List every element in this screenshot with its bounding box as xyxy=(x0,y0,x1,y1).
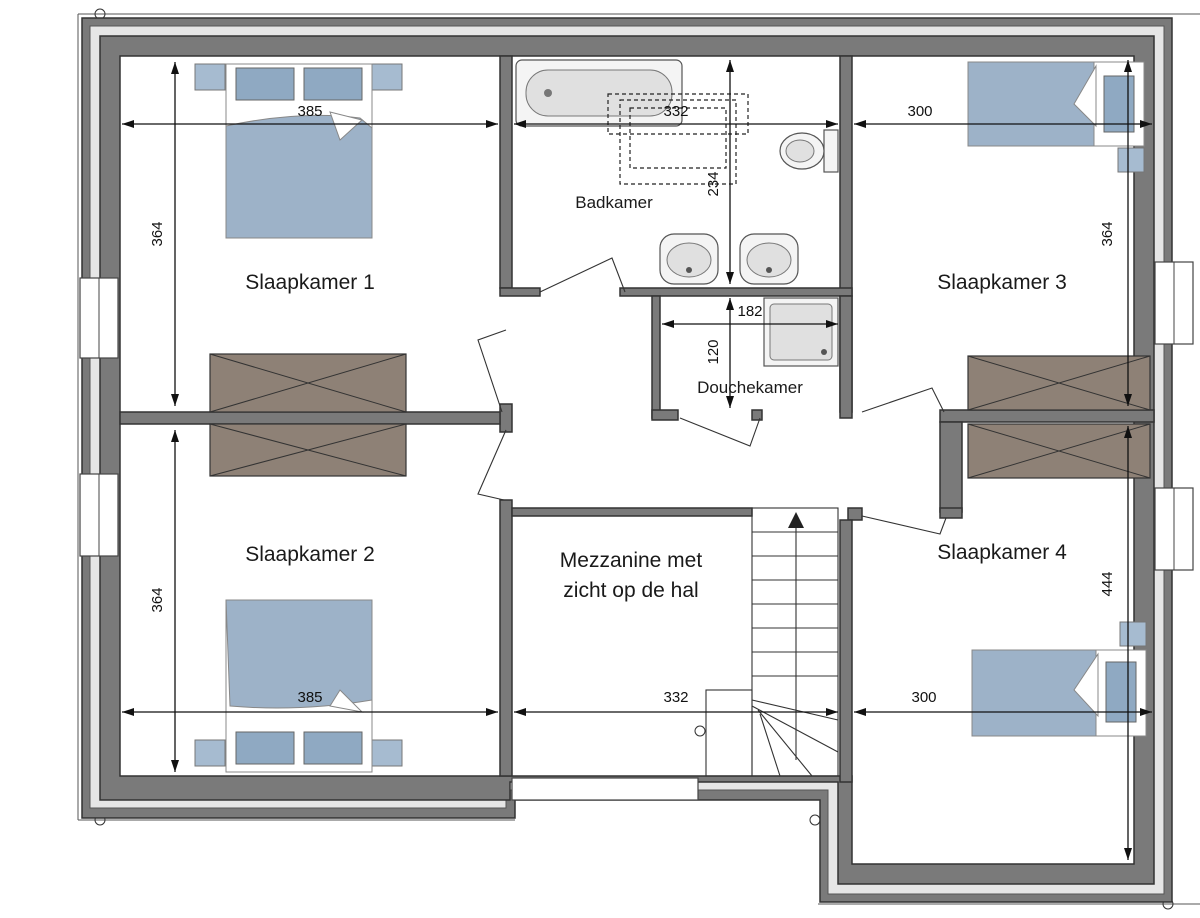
sink-right xyxy=(739,233,799,285)
dim-label-sk4-width: 300 xyxy=(911,689,936,706)
dim-douche-depth xyxy=(726,298,734,408)
skylight-dashed xyxy=(607,93,749,185)
dimension-lines xyxy=(122,60,1152,860)
dim-bad-depth xyxy=(726,60,734,284)
dim-label-sk2-depth: 364 xyxy=(149,587,166,612)
wardrobe-sk1 xyxy=(209,353,407,413)
stairs xyxy=(705,507,839,777)
shower-tray xyxy=(763,297,839,367)
room-label-slaapkamer-3: Slaapkamer 3 xyxy=(937,271,1067,294)
dim-label-sk3-depth: 364 xyxy=(1099,221,1116,246)
dim-sk4-width xyxy=(854,708,1152,716)
room-labels: Slaapkamer 1 Slaapkamer 2 Slaapkamer 3 S… xyxy=(245,193,1067,602)
dim-sk4-depth xyxy=(1124,426,1132,860)
room-label-mezzanine-line1: Mezzanine met xyxy=(560,549,703,572)
window-mezzanine xyxy=(511,777,699,801)
bed-sk2 xyxy=(194,599,403,773)
bathtub xyxy=(515,59,683,127)
bed-sk1 xyxy=(194,63,403,239)
dim-label-bad-width: 332 xyxy=(663,103,688,120)
room-label-slaapkamer-1: Slaapkamer 1 xyxy=(245,271,375,294)
dim-label-sk2-width: 385 xyxy=(297,689,322,706)
wardrobes xyxy=(209,353,1151,479)
dim-label-sk4-depth: 444 xyxy=(1099,571,1116,596)
doors xyxy=(477,257,947,535)
dim-sk3-depth xyxy=(1124,60,1132,406)
dim-mezz-width xyxy=(514,708,838,716)
beds xyxy=(194,61,1147,773)
dim-label-mezz-width: 332 xyxy=(663,689,688,706)
room-label-mezzanine-line2: zicht op de hal xyxy=(563,579,698,602)
wardrobe-sk4 xyxy=(967,423,1151,479)
dim-label-douche-depth: 120 xyxy=(705,339,722,364)
room-label-slaapkamer-4: Slaapkamer 4 xyxy=(937,541,1067,564)
bathroom-fixtures xyxy=(515,59,839,367)
dim-sk1-width xyxy=(122,120,498,128)
dimension-labels: 385 364 385 364 332 234 182 120 332 300 … xyxy=(149,103,1116,706)
room-label-slaapkamer-2: Slaapkamer 2 xyxy=(245,543,375,566)
windows xyxy=(79,261,1194,801)
dim-label-sk1-depth: 364 xyxy=(149,221,166,246)
dim-sk2-width xyxy=(122,708,498,716)
interior-walls xyxy=(119,55,1155,783)
sink-left xyxy=(659,233,719,285)
bed-sk4 xyxy=(971,621,1147,737)
dim-label-sk3-width: 300 xyxy=(907,103,932,120)
room-label-douchekamer: Douchekamer xyxy=(697,378,803,397)
dim-label-bad-depth: 234 xyxy=(705,171,722,196)
dim-sk3-width xyxy=(854,120,1152,128)
bed-sk3 xyxy=(967,61,1145,173)
dim-douche-width xyxy=(662,320,838,328)
dim-label-sk1-width: 385 xyxy=(297,103,322,120)
dim-sk1-depth xyxy=(171,62,179,406)
toilet xyxy=(779,129,839,173)
wardrobe-sk2 xyxy=(209,423,407,477)
room-label-badkamer: Badkamer xyxy=(575,193,653,212)
wardrobe-sk3 xyxy=(967,355,1151,411)
dim-sk2-depth xyxy=(171,430,179,772)
dim-label-douche-width: 182 xyxy=(737,303,762,320)
dim-bad-width xyxy=(514,120,838,128)
